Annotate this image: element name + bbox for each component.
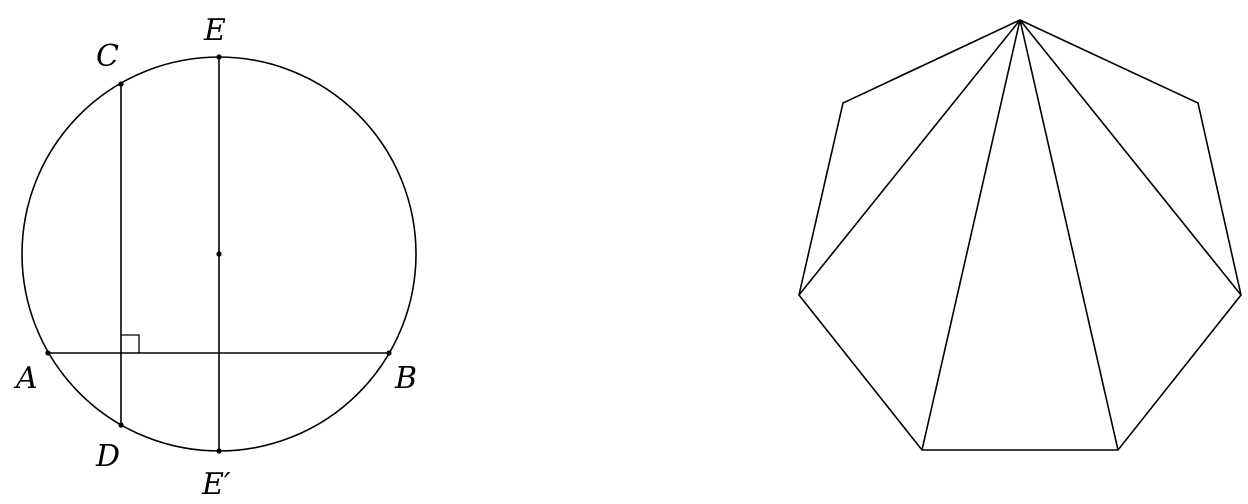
label-e-prime: E′ [201,467,231,502]
diagonal-3 [1019,19,1119,451]
label-a: A [13,361,38,396]
point-e-prime [216,448,222,454]
diagonal-2 [921,19,1021,451]
point-d [118,422,124,428]
label-e: E [203,13,226,48]
circle-figure: A B C D E E′ [13,13,417,502]
point-b [386,350,392,356]
label-c: C [96,39,119,74]
point-e [216,54,222,60]
diagonal-4 [1019,19,1242,296]
heptagon [798,19,1242,451]
right-angle-marker [121,334,140,353]
circle-center [216,251,222,257]
label-d: D [95,439,120,474]
label-b: B [394,361,417,396]
point-a [45,350,51,356]
heptagon-figure [798,19,1242,451]
diagonal-1 [798,19,1021,296]
point-c [118,81,124,87]
